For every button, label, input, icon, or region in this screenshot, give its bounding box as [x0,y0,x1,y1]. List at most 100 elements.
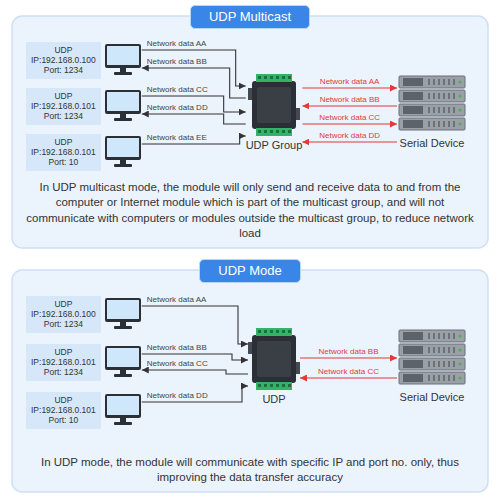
terminal-screw [270,130,273,133]
rack-slit [448,333,450,339]
rack-slit [443,361,445,367]
terminal-screw [258,130,261,133]
address-text: UDP [31,45,96,55]
rack-slit [428,361,430,367]
address-text: UDP [31,299,96,309]
rack-light [459,377,462,380]
edge-label-holder: Network data CC [319,113,380,122]
terminal-screw [276,330,279,333]
caption-holder: In UDP multicast mode, the module will o… [22,180,478,242]
edge-label: Network data DD [147,103,208,112]
monitor-frame [105,44,141,68]
edge-label-holder: Network data BB [320,95,380,104]
rack-light [459,349,462,352]
module-body [252,81,296,129]
data-arrow [142,68,246,98]
rack-slit [438,361,440,367]
heading-holder: UDP Multicast [12,5,488,29]
edge-label-holder: Network data AA [320,77,380,86]
rack-slit [428,107,430,113]
edge-label-holder: Network data DD [147,103,208,112]
rack-slit [448,93,450,99]
device-label: UDP [248,392,300,406]
address-box: UDPIP:192.168.0.101Port: 10 [26,392,101,429]
rack-light [459,123,462,126]
terminal-screw [282,130,285,133]
monitor-frame [105,90,141,114]
terminal-screw [258,330,261,333]
mode-panel: UDP MulticastIn UDP multicast mode, the … [12,16,488,248]
terminal-screw [288,384,291,387]
rack-unit [399,330,465,342]
terminal-screw [264,330,267,333]
module-face [257,341,291,377]
edge-label-holder: Network data BB [147,343,207,352]
panel-heading: UDP Multicast [190,5,310,29]
monitor-neck [120,68,126,72]
rack-slit [443,375,445,381]
terminal-screw [276,76,279,79]
server-icon [397,74,467,134]
address-text: Port: 10 [31,415,96,425]
edge-label-holder: Network data CC [318,367,379,376]
rack-light [459,335,462,338]
panel-heading: UDP Mode [199,259,300,283]
address-text: IP:192.168.0.101 [31,357,96,367]
rack-slit [433,361,435,367]
module-node: UDP [248,328,300,406]
monitor-neck [120,160,126,164]
rack-panel [403,360,423,368]
edge-label-holder: Network data BB [147,57,207,66]
data-arrow [300,357,397,358]
rack-slit [433,333,435,339]
address-text: Port: 1234 [31,111,96,121]
computer-node: UDPIP:192.168.0.101Port: 10 [26,134,142,171]
address-text: Port: 1234 [31,367,96,377]
terminal-screw [258,76,261,79]
computer-node: UDPIP:192.168.0.100Port: 1234 [26,42,142,79]
rack-slit [453,107,455,113]
monitor-screen [107,92,139,111]
address-text: UDP [31,91,96,101]
module-icon [248,74,300,136]
rack-slit [448,79,450,85]
rack-slit [428,93,430,99]
edge-label: Network data AA [147,39,207,48]
terminal-screw [276,384,279,387]
computer-icon [104,89,142,123]
address-text: Port: 10 [31,157,96,167]
rack-light [459,363,462,366]
rack-slit [438,93,440,99]
rack-unit [399,90,465,102]
panel-ground [12,270,488,492]
module-face [257,87,291,123]
terminal-screw [270,384,273,387]
monitor-frame [105,346,141,370]
terminal-screw [282,384,285,387]
panel-caption: In UDP mode, the module will communicate… [22,455,478,486]
monitor-base [114,164,132,167]
rack-slit [443,333,445,339]
computer-node: UDPIP:192.168.0.100Port: 1234 [26,296,142,333]
terminal-block [256,74,292,82]
rack-slit [428,375,430,381]
rack-unit [399,372,465,384]
address-box: UDPIP:192.168.0.101Port: 1234 [26,344,101,381]
computer-icon [104,393,142,427]
rack-panel [403,106,423,114]
rack-slit [453,347,455,353]
address-text: IP:192.168.0.101 [31,147,96,157]
data-arrow [142,386,248,402]
rack-slit [438,375,440,381]
rack-slit [438,107,440,113]
rack-unit [399,118,465,130]
monitor-neck [120,114,126,118]
rack-slit [433,375,435,381]
terminal-screw [270,76,273,79]
edge-label: Network data AA [147,295,207,304]
rack-light [459,95,462,98]
edge-label: Network data BB [147,343,207,352]
address-text: Port: 1234 [31,319,96,329]
rack-slit [428,347,430,353]
